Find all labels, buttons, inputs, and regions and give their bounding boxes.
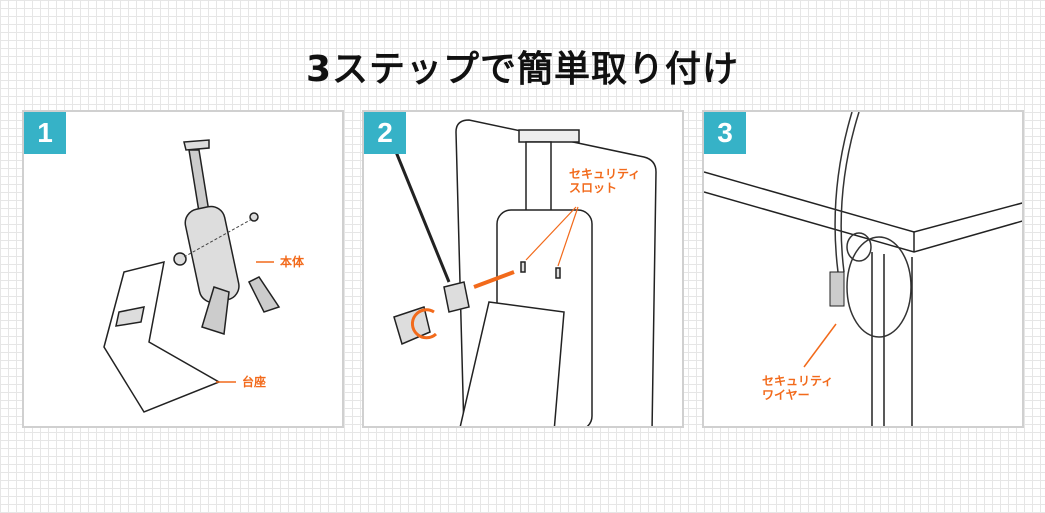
security-wire-label: セキュリティ ワイヤー <box>762 374 833 402</box>
security-wire-illustration <box>704 112 1022 426</box>
step-3-panel: 3 セキュリティ ワイヤー <box>702 110 1024 428</box>
wire-label-line2: ワイヤー <box>762 388 810 402</box>
page-title: 3ステップで簡単取り付け <box>305 49 740 90</box>
step-2-panel: 2 セキュリティ スロット <box>362 110 684 428</box>
step-number-badge: 2 <box>364 112 406 154</box>
wire-label-line1: セキュリティ <box>762 374 834 388</box>
holder-and-base-illustration <box>103 139 281 413</box>
step-number-badge: 1 <box>24 112 66 154</box>
security-slot-label: セキュリティ スロット <box>569 167 640 195</box>
slot-label-line2: スロット <box>569 181 618 195</box>
body-label: 本体 <box>280 255 305 269</box>
step-1-panel: 1 本体 台座 <box>22 110 344 428</box>
base-label: 台座 <box>242 375 267 389</box>
slot-label-line1: セキュリティ <box>569 167 641 181</box>
security-slot-illustration <box>390 119 657 426</box>
step-number-badge: 3 <box>704 112 746 154</box>
